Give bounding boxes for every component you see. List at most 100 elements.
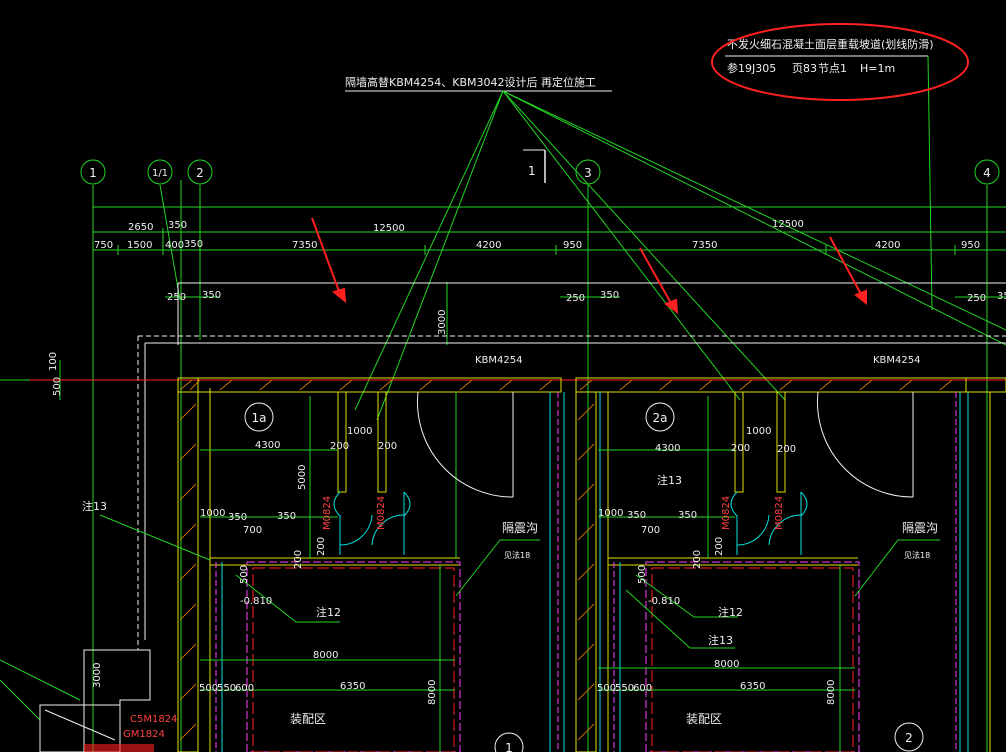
dim-200-a2: 200 (378, 441, 397, 452)
dim-12500-a: 12500 (373, 223, 405, 234)
dim-4300-b: 4300 (655, 443, 680, 454)
dim-7350-a: 7350 (292, 240, 317, 251)
dim-750: 750 (94, 240, 113, 251)
dim-100: 100 (48, 352, 59, 371)
ditch-ref-a: 见法18 (504, 550, 530, 560)
section-mark: 1 (523, 149, 546, 183)
dim-6350-a: 6350 (340, 681, 365, 692)
dim-200-b4: 200 (714, 537, 725, 556)
dim-550-a: 550 (217, 683, 236, 694)
axis-bubble-2: 2 (187, 159, 213, 185)
svg-text:1/1: 1/1 (152, 168, 168, 179)
door-tag-b1: M0824 (721, 496, 732, 530)
dim-8000v-a: 8000 (427, 680, 438, 705)
elev-a: -0.810 (240, 596, 272, 607)
ditch-ref-b: 见法18 (904, 550, 930, 560)
room-a: 1a 4300 200 1000 200 5000 1000 350 350 7… (99, 377, 565, 752)
dim-250-b: 250 (566, 293, 585, 304)
dim-8000h-a: 8000 (313, 650, 338, 661)
svg-text:1: 1 (528, 164, 536, 178)
dim-700-a: 700 (243, 525, 262, 536)
grid-circle-b (894, 722, 924, 752)
note13-left: 注13 (82, 499, 107, 513)
dim-950-a: 950 (563, 240, 582, 251)
dim-1000b-a: 1000 (200, 508, 225, 519)
dim-600-a: 600 (235, 683, 254, 694)
dim-350-a1: 350 (228, 512, 247, 523)
dim-400: 400 (165, 240, 184, 251)
dim-500b-a: 500 (199, 683, 218, 694)
svg-text:1: 1 (89, 166, 97, 180)
dim-5000-a: 5000 (297, 465, 308, 490)
partition-note: 隔墙高替KBM4254、KBM3042设计后 再定位施工 (345, 75, 1006, 421)
dim-500: 500 (52, 377, 63, 396)
dim-350-b1: 350 (627, 510, 646, 521)
dim-350-e: 350 (997, 291, 1006, 302)
ramp-note: 不发火细石混凝土面层重载坡道(划线防滑) 参19J305 页83 节点1 H=1… (711, 23, 969, 311)
dim-4200-b: 4200 (875, 240, 900, 251)
dim-350-b2: 350 (678, 510, 697, 521)
dim-6350-b: 6350 (740, 681, 765, 692)
ditch-label-b: 隔震沟 (902, 521, 938, 535)
elev-b: -0.810 (648, 596, 680, 607)
ditch-label-a: 隔震沟 (502, 521, 538, 535)
dim-200-b3: 200 (692, 550, 703, 569)
dim-550-b: 550 (615, 683, 634, 694)
ramp-note-node: 节点1 (818, 62, 847, 75)
svg-text:4: 4 (983, 166, 991, 180)
dimension-lines (0, 200, 1006, 400)
ramp-note-ref: 参19J305 (727, 61, 776, 75)
note13-b2: 注13 (708, 633, 733, 647)
ramp-note-height: H=1m (860, 62, 895, 75)
zone-label-a: 装配区 (290, 712, 326, 726)
room-tag-circle-a (244, 402, 274, 432)
red-arrows (311, 217, 867, 315)
room-tag-circle-b (645, 402, 675, 432)
dim-500b-b: 500 (597, 683, 616, 694)
dim-4200-a: 4200 (476, 240, 501, 251)
dim-950-b: 950 (961, 240, 980, 251)
highlight-ellipse (711, 23, 969, 101)
room-tag-a: 1a (252, 411, 267, 425)
dim-4300-a: 4300 (255, 440, 280, 451)
note12-a: 注12 (316, 605, 341, 619)
dim-7350-b: 7350 (692, 240, 717, 251)
dim-3000-left: 3000 (92, 663, 103, 688)
grid-label-a: 1 (505, 741, 513, 752)
dim-12500-b: 12500 (772, 219, 804, 230)
dim-3000: 3000 (437, 310, 448, 335)
kbm-label-b: KBM4254 (873, 355, 921, 366)
dim-200-a4: 200 (316, 537, 327, 556)
grid-label-b: 2 (905, 731, 913, 745)
dim-350-a2: 350 (277, 511, 296, 522)
room-tag-b: 2a (653, 411, 668, 425)
dim-350-c: 350 (202, 290, 221, 301)
axis-bubble-1-1: 1/1 (147, 159, 173, 185)
door-tag-a1: M0824 (322, 496, 333, 530)
axis-bubble-4: 4 (974, 159, 1000, 185)
ramp-note-page: 页83 (792, 62, 817, 75)
dim-500-b: 500 (637, 565, 648, 584)
dim-200-b2: 200 (777, 444, 796, 455)
dim-200-a1: 200 (330, 441, 349, 452)
svg-text:3: 3 (584, 166, 592, 180)
room-b: 2a 4300 200 1000 200 注13 1000 350 350 70… (575, 377, 969, 752)
dim-200-a3: 200 (293, 550, 304, 569)
door-tag-left1: C5M1824 (130, 714, 177, 725)
grid-circle-a (494, 732, 524, 752)
door-tag-a2: M0824 (376, 496, 387, 530)
dim-350-top: 350 (168, 220, 187, 231)
axis-bubble-3: 3 (575, 159, 601, 185)
dim-1000-a: 1000 (347, 426, 372, 437)
dim-700-b: 700 (641, 525, 660, 536)
dim-2650: 2650 (128, 222, 153, 233)
dim-200-b1: 200 (731, 443, 750, 454)
svg-text:2: 2 (196, 166, 204, 180)
dim-8000h-b: 8000 (714, 659, 739, 670)
left-side: 注13 3000 C5M1824 GM1824 (0, 379, 177, 752)
dim-250-c: 250 (967, 293, 986, 304)
dim-250-a: 250 (167, 292, 186, 303)
dim-1000-b: 1000 (746, 426, 771, 437)
dim-350-d: 350 (600, 290, 619, 301)
